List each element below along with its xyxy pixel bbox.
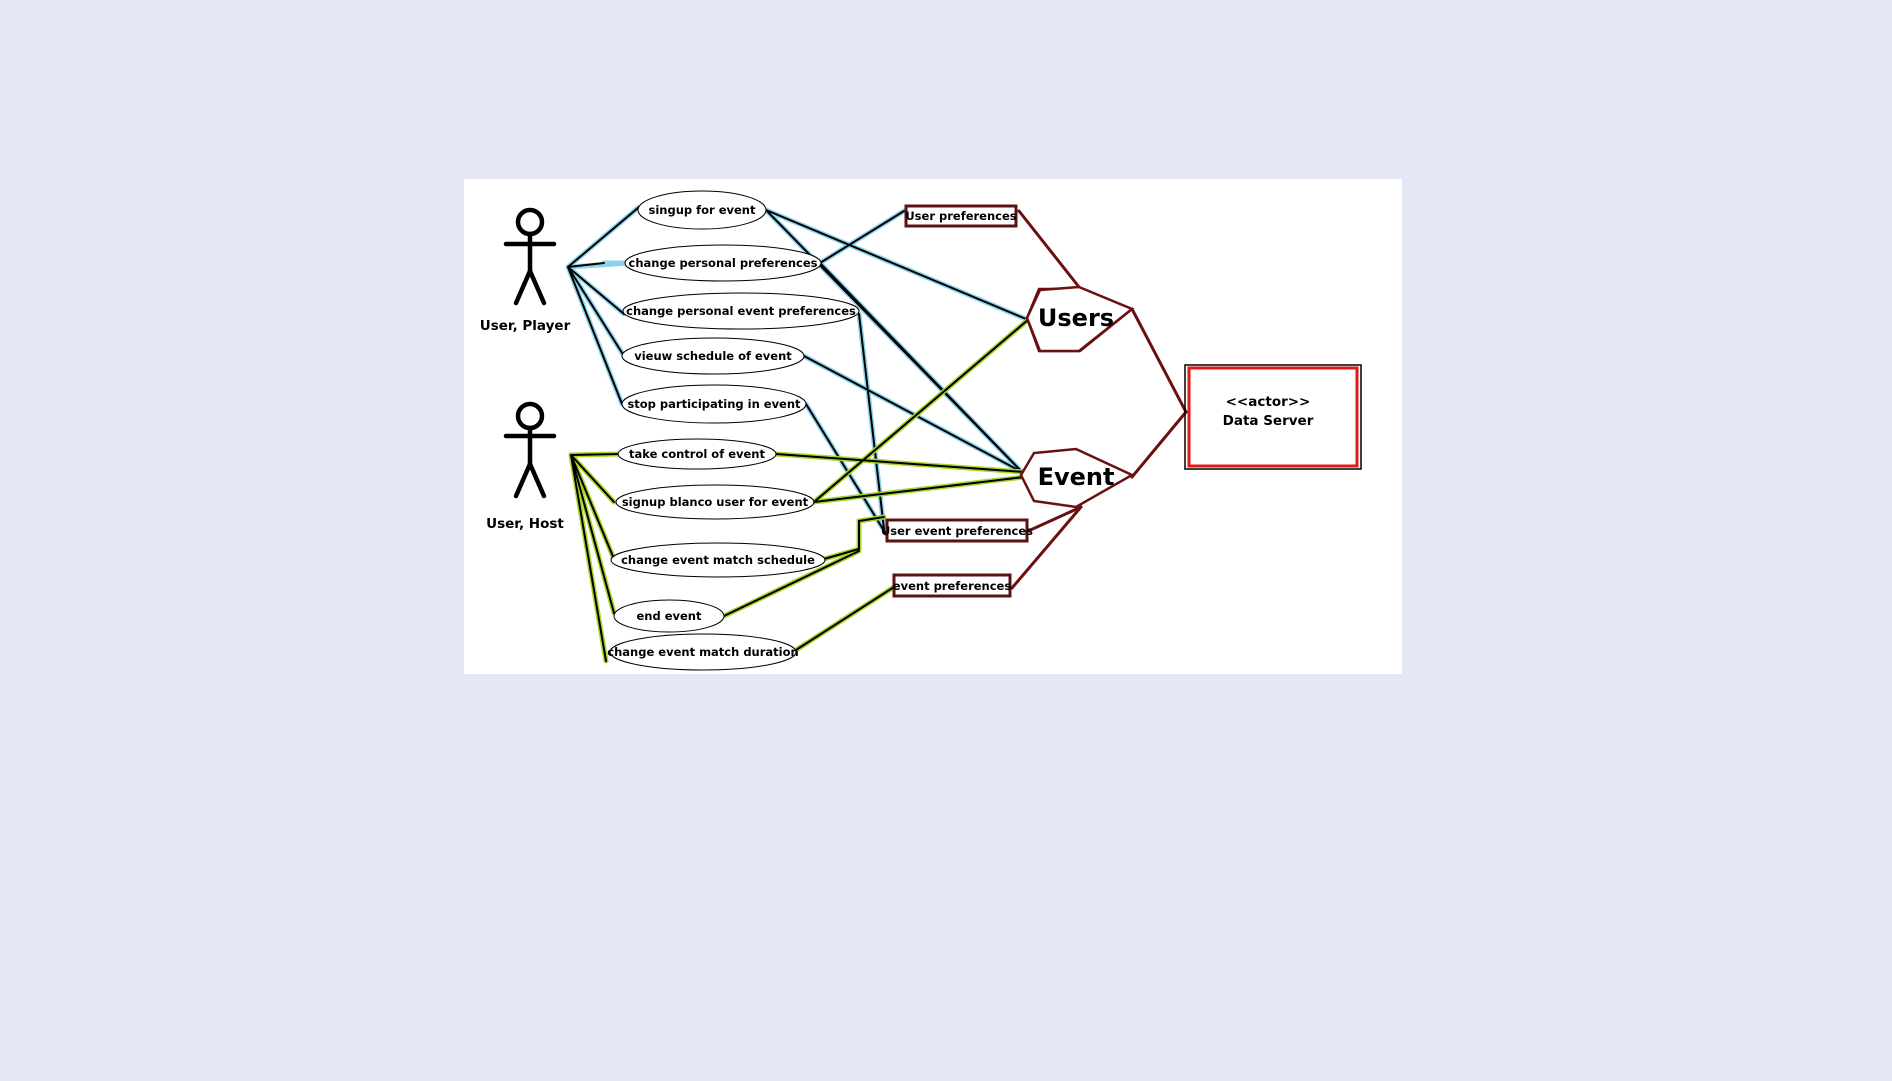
entity-links — [1010, 209, 1188, 590]
player-links — [565, 204, 642, 407]
box-user-preferences[interactable]: User preferences — [904, 204, 1018, 228]
use-case-end-event[interactable]: end event — [613, 599, 725, 633]
use-case-label: take control of event — [629, 447, 766, 461]
actor-label: User, Player — [480, 318, 571, 334]
entity-label: Event — [1038, 463, 1115, 491]
actor-label: User, Host — [486, 516, 564, 532]
use-case-stop-participating-in-event[interactable]: stop participating in event — [621, 384, 807, 424]
stick-figure-icon — [503, 207, 557, 306]
use-case-change-personal-event-preferences[interactable]: change personal event preferences — [622, 292, 860, 330]
use-case-vieuw-schedule-of-event[interactable]: vieuw schedule of event — [621, 337, 805, 375]
entity-label: Users — [1038, 304, 1114, 332]
use-case-signup-blanco-user-for-event[interactable]: signup blanco user for event — [615, 484, 815, 520]
use-case-change-event-match-duration[interactable]: change event match duration — [607, 633, 799, 671]
box-event-preferences[interactable]: event preferences — [892, 573, 1012, 598]
data-server-actor[interactable]: <<actor>> Data Server — [1184, 364, 1362, 470]
use-case-label: end event — [636, 609, 702, 623]
use-case-singup-for-event[interactable]: singup for event — [637, 190, 767, 230]
use-case-label: signup blanco user for event — [622, 495, 809, 509]
stereotype-label: <<actor>> — [1226, 394, 1311, 410]
use-case-label: change personal preferences — [629, 256, 818, 270]
entity-users[interactable]: Users — [1025, 285, 1135, 353]
box-label: User preferences — [905, 209, 1016, 223]
use-case-label: stop participating in event — [627, 397, 801, 411]
box-label: User event preferences — [881, 524, 1033, 538]
box-user-event-preferences[interactable]: User event preferences — [881, 518, 1033, 543]
use-case-change-personal-preferences[interactable]: change personal preferences — [624, 244, 822, 282]
use-case-change-event-match-schedule[interactable]: change event match schedule — [610, 542, 826, 578]
use-case-label: change personal event preferences — [626, 304, 856, 318]
server-label: Data Server — [1223, 413, 1314, 429]
host-links — [568, 316, 1032, 664]
diagram-svg: User, Player User, Host singup for event… — [480, 190, 1362, 671]
box-label: event preferences — [893, 579, 1012, 593]
use-case-label: vieuw schedule of event — [634, 349, 792, 363]
use-case-take-control-of-event[interactable]: take control of event — [617, 438, 777, 470]
actor-user-player[interactable]: User, Player — [480, 207, 571, 334]
stick-figure-icon — [503, 401, 557, 499]
use-case-label: singup for event — [649, 203, 756, 217]
use-case-label: change event match schedule — [621, 553, 815, 567]
use-case-diagram: User, Player User, Host singup for event… — [464, 179, 1402, 674]
actor-user-host[interactable]: User, Host — [486, 401, 564, 532]
use-case-label: change event match duration — [607, 645, 798, 659]
entity-event[interactable]: Event — [1019, 447, 1135, 509]
